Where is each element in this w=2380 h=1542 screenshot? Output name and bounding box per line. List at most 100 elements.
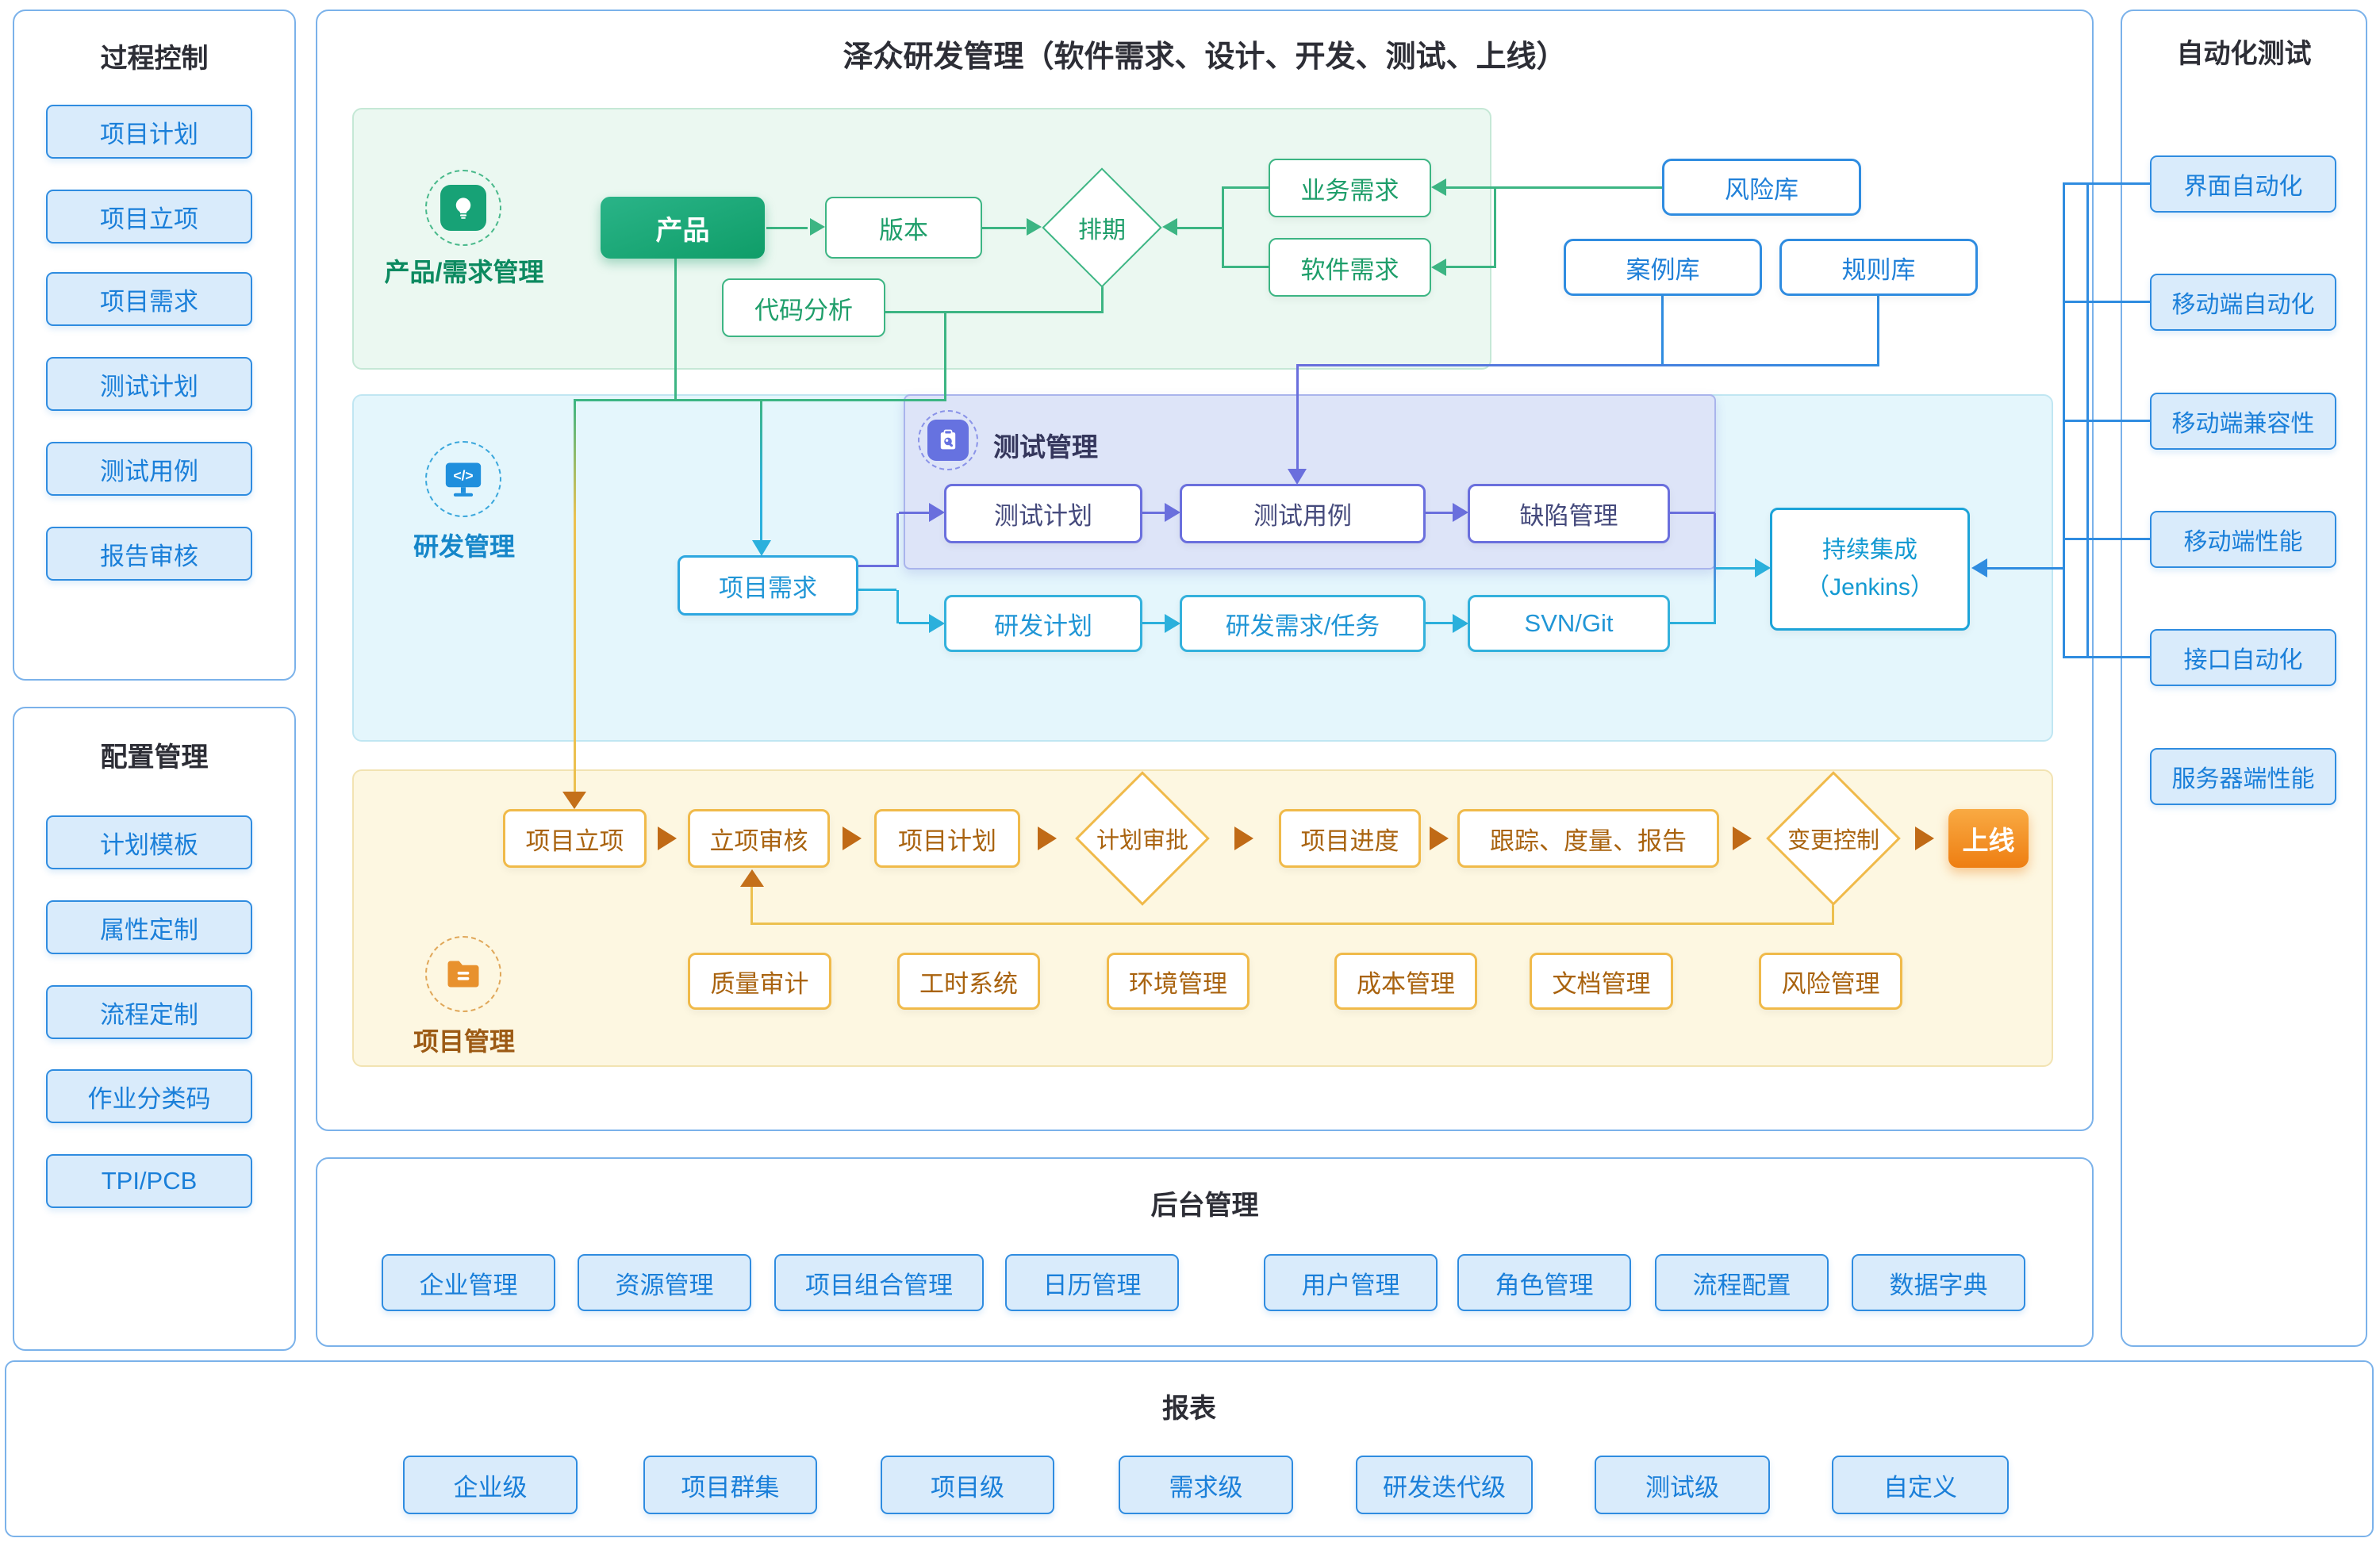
tool-env-mgmt[interactable]: 环境管理 <box>1107 953 1250 1010</box>
line-junction-jenkins <box>1716 567 1756 570</box>
product-section-label: 产品/需求管理 <box>384 258 544 286</box>
arrow-into-version <box>810 218 825 236</box>
report-item-program[interactable]: 项目群集 <box>643 1456 817 1514</box>
node-rule-library[interactable]: 规则库 <box>1779 239 1978 296</box>
arrow-into-jenkins <box>1755 558 1771 577</box>
node-dev-task[interactable]: 研发需求/任务 <box>1180 595 1426 652</box>
schedule-diamond-label: 排期 <box>1078 217 1126 244</box>
line-schedule-down <box>1101 282 1104 313</box>
node-test-case[interactable]: 测试用例 <box>1180 484 1426 543</box>
arrow-devtask-svn <box>1453 614 1468 633</box>
arrow-testplan-testcase <box>1165 503 1180 522</box>
backend-item-dictionary[interactable]: 数据字典 <box>1852 1254 2025 1311</box>
flow-plan-approval-diamond[interactable]: 计划审批 <box>1075 771 1210 906</box>
report-item-requirement[interactable]: 需求级 <box>1119 1456 1293 1514</box>
node-dev-plan[interactable]: 研发计划 <box>944 595 1142 652</box>
node-schedule-diamond[interactable]: 排期 <box>1042 167 1162 288</box>
arrow-devplan-devtask <box>1165 614 1180 633</box>
node-continuous-integration[interactable]: 持续集成 （Jenkins） <box>1770 508 1970 631</box>
report-title: 报表 <box>1162 1394 1216 1424</box>
config-item-flow-custom[interactable]: 流程定制 <box>46 985 252 1039</box>
flow-arrow-4 <box>1234 827 1253 850</box>
node-product[interactable]: 产品 <box>601 197 765 259</box>
automation-item-ui[interactable]: 界面自动化 <box>2150 155 2336 213</box>
config-item-wbs-code[interactable]: 作业分类码 <box>46 1069 252 1123</box>
tool-risk-mgmt[interactable]: 风险管理 <box>1759 953 1902 1010</box>
arrow-bracket-into-schedule <box>1162 218 1177 236</box>
tool-cost-mgmt[interactable]: 成本管理 <box>1334 953 1477 1010</box>
test-section-badge <box>918 410 978 470</box>
report-item-custom[interactable]: 自定义 <box>1832 1456 2009 1514</box>
node-version[interactable]: 版本 <box>825 197 982 259</box>
backend-panel <box>316 1157 2094 1347</box>
line-preq-elbow2-v <box>896 590 899 623</box>
flow-project-plan[interactable]: 项目计划 <box>874 809 1020 868</box>
flow-project-progress[interactable]: 项目进度 <box>1279 809 1421 868</box>
line-bracket-softreq <box>1224 266 1270 268</box>
process-item-project-req[interactable]: 项目需求 <box>46 272 252 326</box>
config-item-tpi-pcb[interactable]: TPI/PCB <box>46 1154 252 1208</box>
process-item-project-initiation[interactable]: 项目立项 <box>46 190 252 244</box>
line-junction-down <box>944 313 946 401</box>
flow-change-control-diamond[interactable]: 变更控制 <box>1766 771 1901 906</box>
node-defect-mgmt[interactable]: 缺陷管理 <box>1468 484 1670 543</box>
project-section-badge <box>425 936 501 1012</box>
node-project-req[interactable]: 项目需求 <box>678 555 858 616</box>
tool-timesheet[interactable]: 工时系统 <box>897 953 1040 1010</box>
line-bus-softreq <box>1446 266 1495 268</box>
config-item-attr-custom[interactable]: 属性定制 <box>46 900 252 954</box>
line-version-schedule <box>982 227 1026 229</box>
automation-item-mobile-compat[interactable]: 移动端兼容性 <box>2150 393 2336 450</box>
tool-quality-audit[interactable]: 质量审计 <box>688 953 831 1010</box>
flow-arrow-1 <box>658 827 677 850</box>
line-codeanalysis-schedule <box>876 311 1104 313</box>
backend-item-workflow[interactable]: 流程配置 <box>1655 1254 1829 1311</box>
process-control-title: 过程控制 <box>100 44 209 74</box>
backend-item-portfolio[interactable]: 项目组合管理 <box>774 1254 984 1311</box>
report-item-enterprise[interactable]: 企业级 <box>403 1456 578 1514</box>
report-item-test[interactable]: 测试级 <box>1595 1456 1770 1514</box>
line-risklib-bus <box>1494 186 1662 189</box>
line-product-down <box>674 259 677 400</box>
report-item-iteration[interactable]: 研发迭代级 <box>1356 1456 1533 1514</box>
tool-doc-mgmt[interactable]: 文档管理 <box>1530 953 1673 1010</box>
node-software-req[interactable]: 软件需求 <box>1269 238 1431 297</box>
flow-go-live[interactable]: 上线 <box>1948 809 2029 868</box>
process-item-report-review[interactable]: 报告审核 <box>46 527 252 581</box>
arrow-testcase-defect <box>1453 503 1468 522</box>
line-testplan-testcase <box>1142 512 1166 514</box>
node-business-req[interactable]: 业务需求 <box>1269 159 1431 217</box>
arrow-into-bizreq <box>1431 178 1446 196</box>
node-risk-library[interactable]: 风险库 <box>1662 159 1861 216</box>
process-item-test-case[interactable]: 测试用例 <box>46 442 252 496</box>
arrow-into-testplan <box>929 503 945 522</box>
process-item-project-plan[interactable]: 项目计划 <box>46 105 252 159</box>
node-case-library[interactable]: 案例库 <box>1564 239 1762 296</box>
automation-item-server-perf[interactable]: 服务器端性能 <box>2150 748 2336 805</box>
node-code-analysis[interactable]: 代码分析 <box>722 278 885 337</box>
flow-arrow-5 <box>1430 827 1449 850</box>
flow-initiation-review[interactable]: 立项审核 <box>688 809 830 868</box>
automation-item-api[interactable]: 接口自动化 <box>2150 629 2336 686</box>
backend-item-resource[interactable]: 资源管理 <box>578 1254 751 1311</box>
report-item-project[interactable]: 项目级 <box>881 1456 1054 1514</box>
backend-item-calendar[interactable]: 日历管理 <box>1005 1254 1179 1311</box>
arrow-into-initiation <box>562 792 586 809</box>
flow-project-initiation[interactable]: 项目立项 <box>503 809 647 868</box>
node-test-plan[interactable]: 测试计划 <box>944 484 1142 543</box>
automation-item-mobile-perf[interactable]: 移动端性能 <box>2150 511 2336 568</box>
line-preq-testplan <box>899 512 931 514</box>
config-item-plan-template[interactable]: 计划模板 <box>46 815 252 869</box>
backend-item-enterprise[interactable]: 企业管理 <box>382 1254 555 1311</box>
process-item-test-plan[interactable]: 测试计划 <box>46 357 252 411</box>
plan-approval-label: 计划审批 <box>1096 828 1188 853</box>
change-control-label: 变更控制 <box>1787 828 1879 853</box>
node-svn-git[interactable]: SVN/Git <box>1468 595 1670 652</box>
automation-item-mobile[interactable]: 移动端自动化 <box>2150 274 2336 331</box>
flow-track-measure-report[interactable]: 跟踪、度量、报告 <box>1457 809 1719 868</box>
line-bus-jenkins <box>1987 567 2063 570</box>
backend-item-user[interactable]: 用户管理 <box>1264 1254 1438 1311</box>
feedback-line-h <box>750 923 1834 925</box>
line-split-bus <box>574 399 946 401</box>
backend-item-role[interactable]: 角色管理 <box>1457 1254 1631 1311</box>
